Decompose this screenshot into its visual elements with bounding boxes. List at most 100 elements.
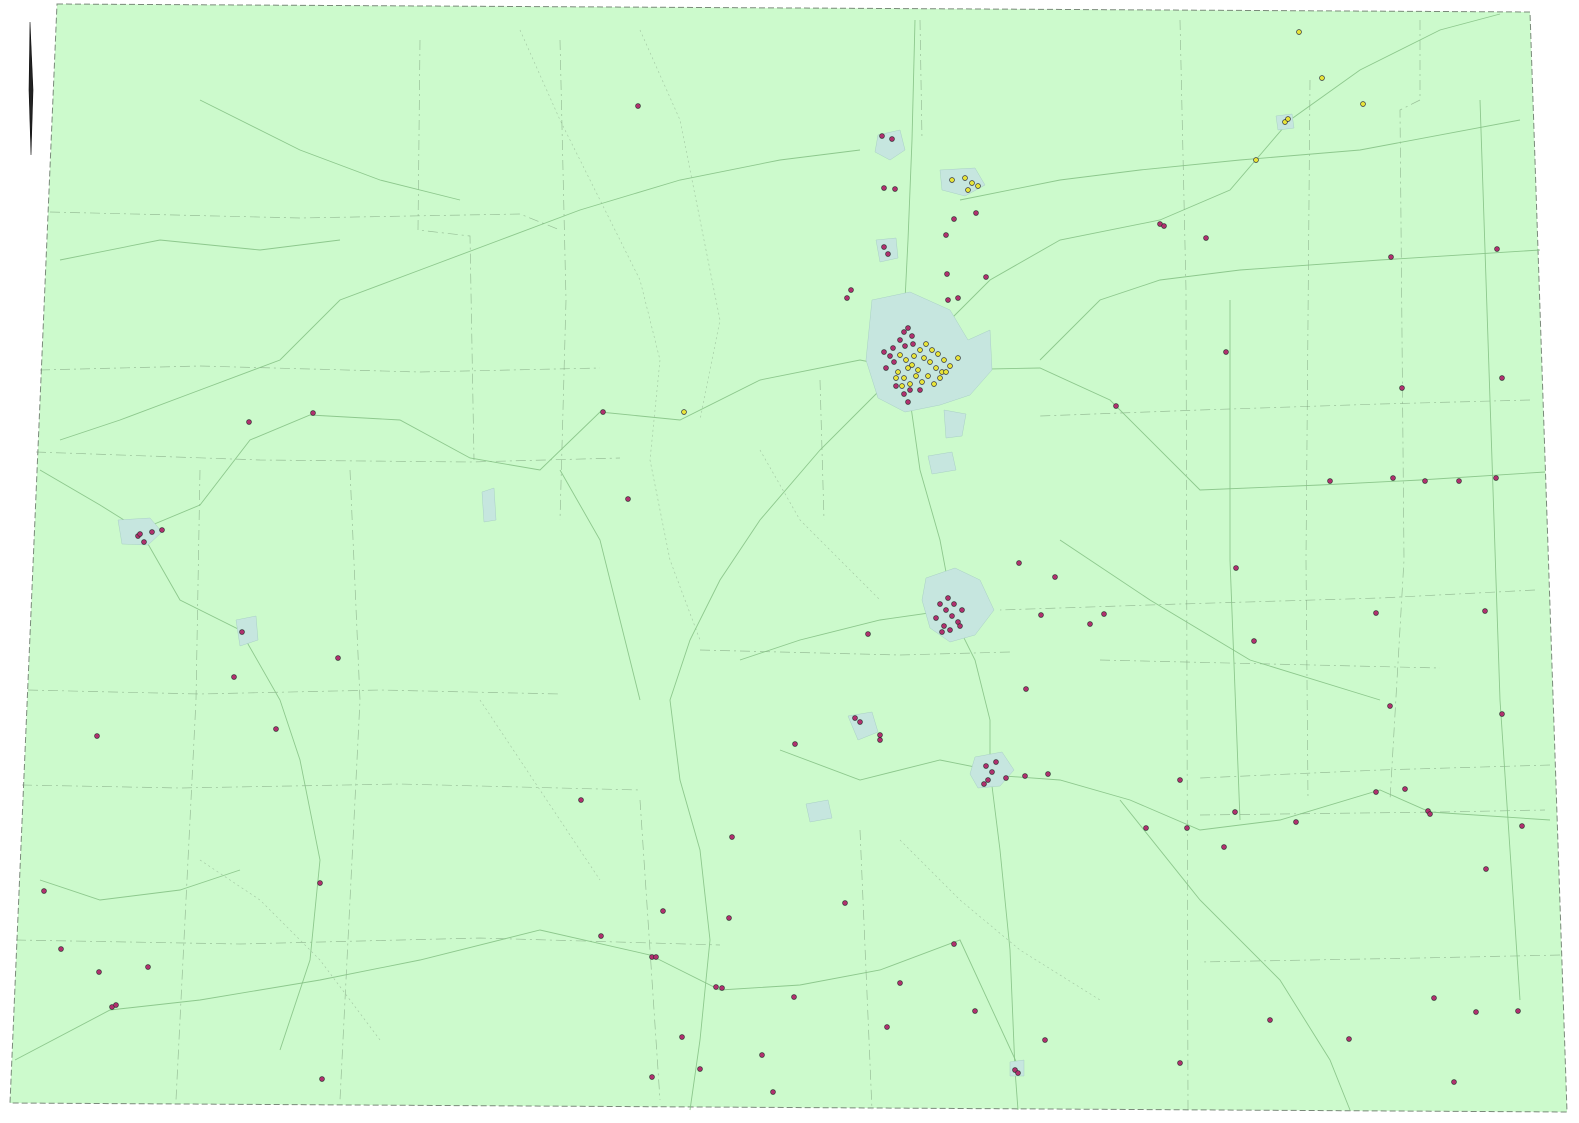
yellow-point[interactable] — [893, 375, 899, 381]
magenta-point[interactable] — [1015, 1070, 1021, 1076]
magenta-point[interactable] — [957, 623, 963, 629]
magenta-point[interactable] — [983, 763, 989, 769]
magenta-point[interactable] — [901, 391, 907, 397]
magenta-point[interactable] — [951, 216, 957, 222]
magenta-point[interactable] — [791, 994, 797, 1000]
magenta-point[interactable] — [159, 527, 165, 533]
magenta-point[interactable] — [897, 980, 903, 986]
magenta-point[interactable] — [1052, 574, 1058, 580]
magenta-point[interactable] — [679, 1034, 685, 1040]
magenta-point[interactable] — [937, 601, 943, 607]
magenta-point[interactable] — [844, 295, 850, 301]
yellow-point[interactable] — [907, 381, 913, 387]
magenta-point[interactable] — [884, 1024, 890, 1030]
yellow-point[interactable] — [969, 180, 975, 186]
magenta-point[interactable] — [902, 343, 908, 349]
magenta-point[interactable] — [600, 409, 606, 415]
magenta-point[interactable] — [1251, 638, 1257, 644]
magenta-point[interactable] — [113, 1002, 119, 1008]
magenta-point[interactable] — [1038, 612, 1044, 618]
magenta-point[interactable] — [660, 908, 666, 914]
magenta-point[interactable] — [892, 186, 898, 192]
magenta-point[interactable] — [41, 888, 47, 894]
magenta-point[interactable] — [1473, 1009, 1479, 1015]
magenta-point[interactable] — [951, 941, 957, 947]
magenta-point[interactable] — [1373, 789, 1379, 795]
magenta-point[interactable] — [947, 627, 953, 633]
magenta-point[interactable] — [877, 732, 883, 738]
magenta-point[interactable] — [1427, 811, 1433, 817]
magenta-point[interactable] — [865, 631, 871, 637]
magenta-point[interactable] — [973, 210, 979, 216]
magenta-point[interactable] — [770, 1089, 776, 1095]
magenta-point[interactable] — [941, 623, 947, 629]
magenta-point[interactable] — [1003, 775, 1009, 781]
yellow-point[interactable] — [917, 347, 923, 353]
yellow-point[interactable] — [915, 367, 921, 373]
yellow-point[interactable] — [962, 175, 968, 181]
yellow-point[interactable] — [955, 355, 961, 361]
magenta-point[interactable] — [1223, 349, 1229, 355]
magenta-point[interactable] — [852, 715, 858, 721]
magenta-point[interactable] — [945, 297, 951, 303]
magenta-point[interactable] — [1499, 375, 1505, 381]
magenta-point[interactable] — [1161, 223, 1167, 229]
magenta-point[interactable] — [141, 539, 147, 545]
magenta-point[interactable] — [713, 984, 719, 990]
magenta-point[interactable] — [917, 387, 923, 393]
magenta-point[interactable] — [887, 353, 893, 359]
magenta-point[interactable] — [319, 1076, 325, 1082]
magenta-point[interactable] — [1113, 403, 1119, 409]
magenta-point[interactable] — [1022, 773, 1028, 779]
magenta-point[interactable] — [877, 737, 883, 743]
yellow-point[interactable] — [965, 187, 971, 193]
magenta-point[interactable] — [993, 759, 999, 765]
yellow-point[interactable] — [935, 351, 941, 357]
magenta-point[interactable] — [1143, 825, 1149, 831]
magenta-point[interactable] — [951, 601, 957, 607]
magenta-point[interactable] — [1233, 565, 1239, 571]
yellow-point[interactable] — [931, 381, 937, 387]
magenta-point[interactable] — [1422, 478, 1428, 484]
magenta-point[interactable] — [239, 629, 245, 635]
magenta-point[interactable] — [1221, 844, 1227, 850]
yellow-point[interactable] — [905, 365, 911, 371]
magenta-point[interactable] — [972, 1008, 978, 1014]
magenta-point[interactable] — [943, 232, 949, 238]
magenta-point[interactable] — [1327, 478, 1333, 484]
magenta-point[interactable] — [1390, 475, 1396, 481]
yellow-point[interactable] — [933, 365, 939, 371]
magenta-point[interactable] — [985, 777, 991, 783]
magenta-point[interactable] — [697, 1066, 703, 1072]
magenta-point[interactable] — [625, 496, 631, 502]
yellow-point[interactable] — [1360, 101, 1366, 107]
magenta-point[interactable] — [1451, 1079, 1457, 1085]
magenta-point[interactable] — [1293, 819, 1299, 825]
magenta-point[interactable] — [893, 383, 899, 389]
magenta-point[interactable] — [1494, 246, 1500, 252]
magenta-point[interactable] — [883, 365, 889, 371]
magenta-point[interactable] — [1045, 771, 1051, 777]
magenta-point[interactable] — [901, 329, 907, 335]
magenta-point[interactable] — [949, 613, 955, 619]
magenta-point[interactable] — [1042, 1037, 1048, 1043]
magenta-point[interactable] — [1483, 866, 1489, 872]
magenta-point[interactable] — [1087, 621, 1093, 627]
magenta-point[interactable] — [598, 933, 604, 939]
yellow-point[interactable] — [947, 363, 953, 369]
magenta-point[interactable] — [842, 900, 848, 906]
magenta-point[interactable] — [1184, 825, 1190, 831]
magenta-point[interactable] — [759, 1052, 765, 1058]
magenta-point[interactable] — [1519, 823, 1525, 829]
magenta-point[interactable] — [335, 655, 341, 661]
magenta-point[interactable] — [881, 244, 887, 250]
yellow-point[interactable] — [941, 357, 947, 363]
magenta-point[interactable] — [1388, 254, 1394, 260]
magenta-point[interactable] — [137, 531, 143, 537]
magenta-point[interactable] — [94, 733, 100, 739]
magenta-point[interactable] — [881, 185, 887, 191]
magenta-point[interactable] — [729, 834, 735, 840]
magenta-point[interactable] — [1387, 703, 1393, 709]
magenta-point[interactable] — [231, 674, 237, 680]
